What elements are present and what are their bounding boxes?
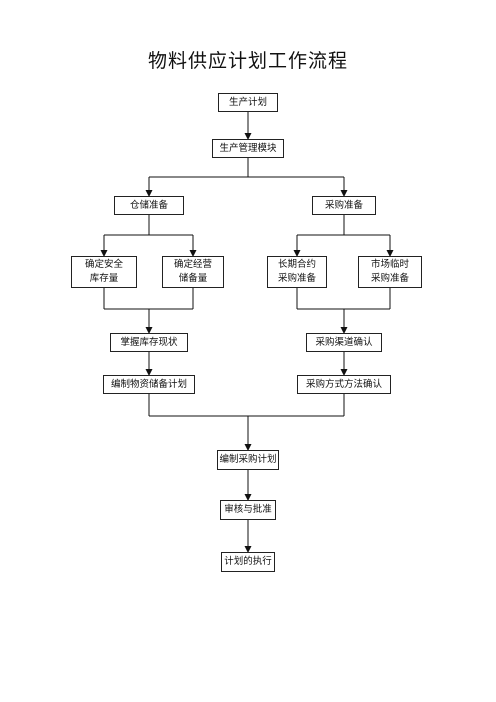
node-production-plan: 生产计划 xyxy=(218,93,278,112)
node-operating-stock: 确定经营 储备量 xyxy=(162,256,224,288)
node-label: 编制采购计划 xyxy=(219,454,277,465)
node-safety-stock: 确定安全 库存量 xyxy=(71,256,137,288)
node-label: 采购准备 xyxy=(324,199,363,211)
node-label: 确定经营 xyxy=(173,259,212,270)
node-plan-execution: 计划的执行 xyxy=(221,552,275,572)
node-label: 市场临时 xyxy=(370,259,409,270)
node-inventory-status: 掌握库存现状 xyxy=(110,333,188,352)
node-label: 编制物资储备计划 xyxy=(110,378,187,390)
node-label: 采购准备 xyxy=(370,273,409,284)
node-label: 生产管理模块 xyxy=(219,142,277,154)
node-material-reserve-plan: 编制物资储备计划 xyxy=(103,375,195,394)
node-label: 储备量 xyxy=(178,273,208,284)
node-review-approve: 审核与批准 xyxy=(220,500,276,520)
node-label: 计划的执行 xyxy=(224,556,272,567)
node-purchase-plan: 编制采购计划 xyxy=(217,450,279,470)
node-label: 生产计划 xyxy=(228,96,267,108)
node-label: 掌握库存现状 xyxy=(120,336,178,348)
node-label: 库存量 xyxy=(89,273,119,284)
node-method-confirm: 采购方式方法确认 xyxy=(297,375,391,394)
node-label: 审核与批准 xyxy=(224,504,272,515)
node-label: 采购准备 xyxy=(277,273,316,284)
node-label: 仓储准备 xyxy=(129,199,168,211)
node-spot-market: 市场临时 采购准备 xyxy=(358,256,422,288)
node-production-module: 生产管理模块 xyxy=(212,139,284,158)
page-title: 物料供应计划工作流程 xyxy=(147,50,348,72)
node-channel-confirm: 采购渠道确认 xyxy=(306,333,382,352)
node-long-term-contract: 长期合约 采购准备 xyxy=(267,256,327,288)
node-label: 采购渠道确认 xyxy=(315,336,373,348)
node-label: 采购方式方法确认 xyxy=(305,378,382,390)
node-label: 长期合约 xyxy=(277,259,316,270)
node-purchase-prep: 采购准备 xyxy=(312,196,376,215)
node-label: 确定安全 xyxy=(84,259,123,270)
node-warehouse-prep: 仓储准备 xyxy=(114,196,184,215)
